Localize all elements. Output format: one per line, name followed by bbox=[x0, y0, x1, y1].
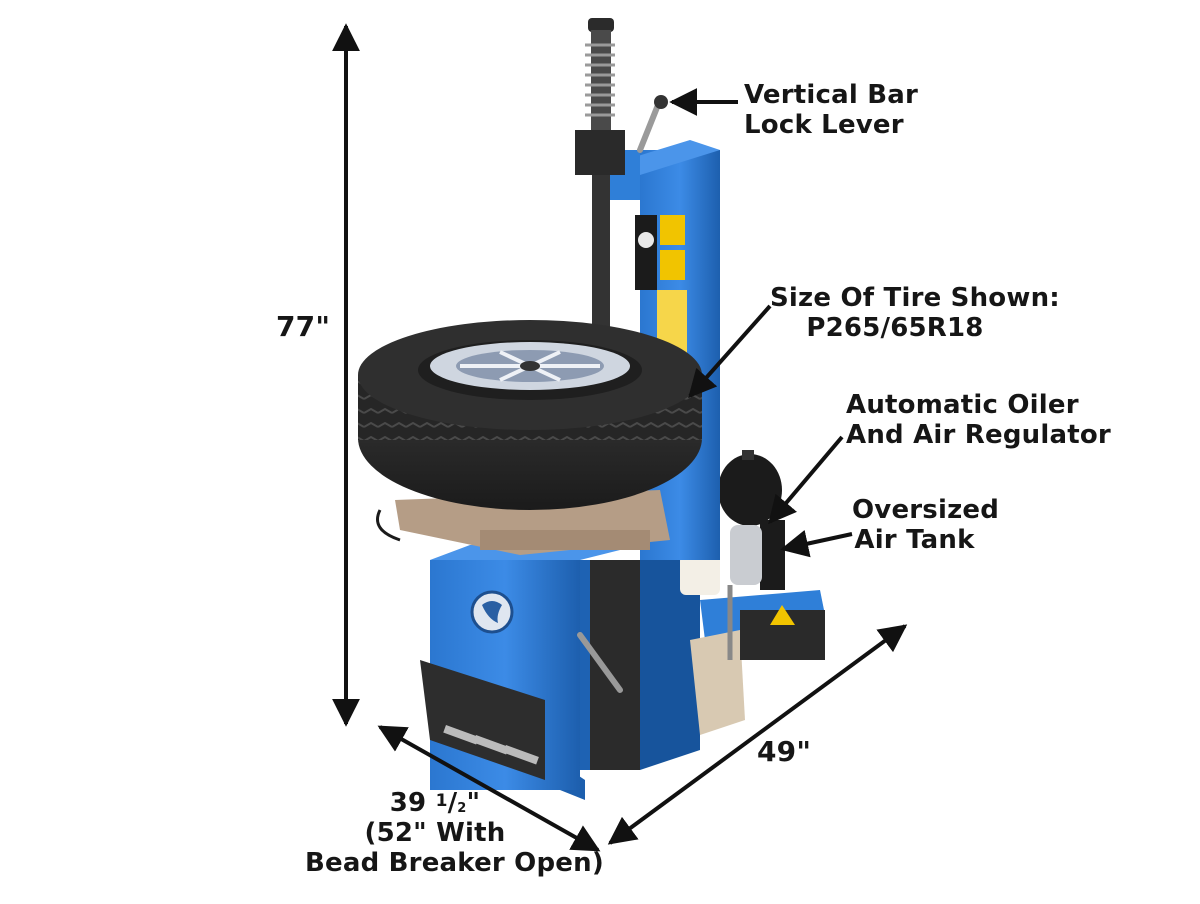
width-fraction-separator: / bbox=[447, 788, 458, 818]
callout-arrows bbox=[669, 88, 853, 558]
turntable bbox=[376, 490, 670, 555]
width-label-line3: Bead Breaker Open) bbox=[305, 848, 604, 878]
oiler-arrow bbox=[768, 435, 844, 525]
tank-arrow bbox=[780, 529, 853, 558]
lock-lever-line2: Lock Lever bbox=[744, 110, 904, 140]
tank-line2: Air Tank bbox=[854, 525, 975, 555]
width-inch-mark: " bbox=[466, 788, 481, 818]
width-label: 39 1/2" (52" With Bead Breaker Open) bbox=[305, 788, 604, 878]
width-fraction-numerator: 1 bbox=[435, 791, 448, 811]
width-fraction-denominator: 2 bbox=[457, 801, 467, 816]
lock-lever-callout: Vertical Bar Lock Lever bbox=[744, 80, 919, 140]
tire-size-line2: P265/65R18 bbox=[806, 313, 984, 343]
tank-callout: Oversized Air Tank bbox=[852, 495, 1000, 555]
tank-line1: Oversized bbox=[852, 495, 1000, 525]
lock-lever-line1: Vertical Bar bbox=[744, 80, 919, 110]
width-main-value: 39 bbox=[389, 788, 427, 818]
height-label: 77" bbox=[276, 310, 331, 343]
tire-size-line1: Size Of Tire Shown: bbox=[770, 283, 1060, 313]
dimension-arrows bbox=[332, 23, 908, 852]
width-arrow bbox=[377, 725, 601, 852]
tire bbox=[358, 320, 702, 510]
tire-size-callout: Size Of Tire Shown: P265/65R18 bbox=[770, 283, 1060, 343]
width-label-line2: (52" With bbox=[364, 818, 506, 848]
tire-size-arrow bbox=[688, 304, 772, 399]
oiler-line2: And Air Regulator bbox=[846, 420, 1111, 450]
oiler-line1: Automatic Oiler bbox=[846, 390, 1079, 420]
vertical-bar bbox=[575, 18, 668, 345]
depth-label: 49" bbox=[757, 735, 812, 768]
oiler-callout: Automatic Oiler And Air Regulator bbox=[846, 390, 1111, 450]
machine-base bbox=[420, 540, 700, 800]
width-label-line1: 39 1/2" bbox=[305, 788, 565, 818]
depth-arrow bbox=[607, 624, 908, 845]
